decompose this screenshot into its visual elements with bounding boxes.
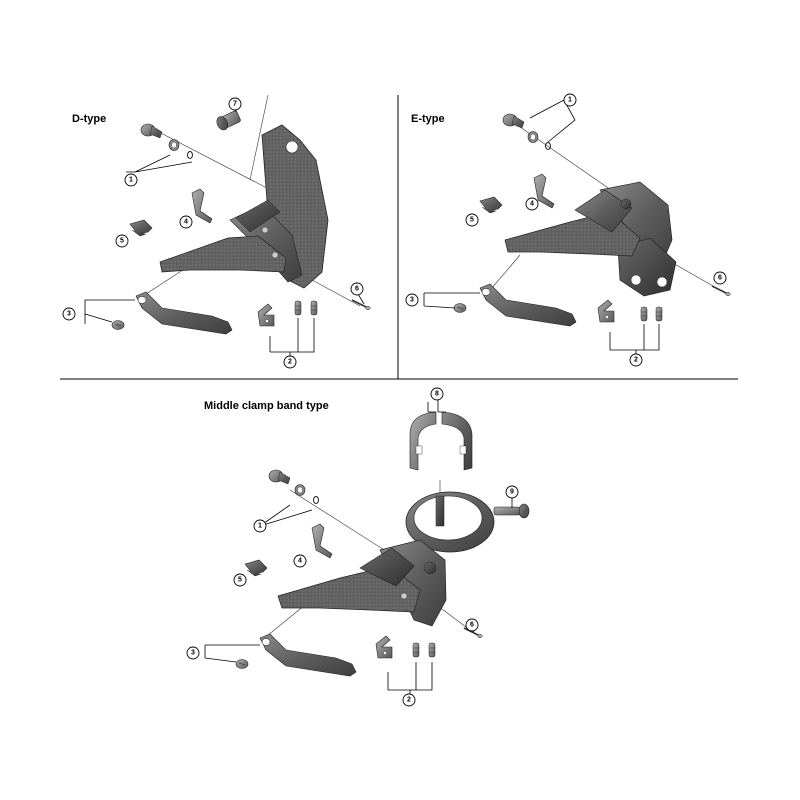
section-title-middle-clamp-band-type: Middle clamp band type xyxy=(204,400,329,412)
bolt-1-e xyxy=(502,113,525,129)
screw-3 xyxy=(111,320,125,330)
svg-text:7: 7 xyxy=(233,101,237,108)
washer-1-m xyxy=(294,484,306,496)
part-5-e xyxy=(479,196,503,214)
spring-bracket-2-m xyxy=(375,635,393,659)
section-d-type: D-type xyxy=(62,94,372,369)
svg-text:3: 3 xyxy=(191,650,195,657)
link-arm-3-m xyxy=(259,633,357,677)
front-derailleur-d-type xyxy=(159,124,329,289)
callout-4-e: 4 xyxy=(525,197,539,211)
screw-6 xyxy=(351,299,372,311)
spring-bracket-2-e xyxy=(597,299,615,323)
roller-2a xyxy=(294,300,302,316)
part-4-m xyxy=(311,523,333,559)
svg-text:3: 3 xyxy=(67,311,71,318)
front-derailleur-middle-clamp xyxy=(277,539,447,627)
svg-text:1: 1 xyxy=(568,97,572,104)
roller-2b xyxy=(310,300,318,316)
clamp-ring xyxy=(405,491,495,553)
part-5 xyxy=(129,219,153,237)
bolt-1 xyxy=(140,123,163,139)
svg-text:8: 8 xyxy=(435,391,439,398)
svg-text:5: 5 xyxy=(120,238,124,245)
svg-text:2: 2 xyxy=(407,697,411,704)
section-e-type: E-type 1 4 5 3 2 6 xyxy=(405,93,732,367)
o-ring-1-m xyxy=(313,496,319,504)
roller-2a-e xyxy=(640,306,648,322)
callout-8-m: 8 xyxy=(430,387,444,401)
screw-3-m xyxy=(235,659,249,669)
part-5-m xyxy=(244,559,268,577)
section-title-d-type: D-type xyxy=(72,113,106,125)
callout-3: 3 xyxy=(62,307,76,321)
link-arm-3-e xyxy=(479,283,577,327)
callout-6-e: 6 xyxy=(713,271,727,285)
callout-4-m: 4 xyxy=(293,554,307,568)
svg-text:2: 2 xyxy=(288,359,292,366)
callout-1-e: 1 xyxy=(563,93,577,107)
bolt-7 xyxy=(216,110,241,131)
svg-text:6: 6 xyxy=(718,275,722,282)
washer-1 xyxy=(168,139,180,151)
part-4 xyxy=(191,188,213,224)
roller-2a-m xyxy=(412,642,420,658)
callout-2-m: 2 xyxy=(402,693,416,707)
callout-2: 2 xyxy=(283,355,297,369)
section-title-e-type: E-type xyxy=(411,113,445,125)
svg-text:5: 5 xyxy=(238,577,242,584)
svg-text:3: 3 xyxy=(410,297,414,304)
callout-5-m: 5 xyxy=(233,573,247,587)
svg-text:4: 4 xyxy=(298,558,302,565)
roller-2b-m xyxy=(428,642,436,658)
o-ring-1 xyxy=(187,151,193,159)
svg-text:9: 9 xyxy=(510,489,514,496)
callout-4: 4 xyxy=(179,215,193,229)
callout-2-e: 2 xyxy=(629,353,643,367)
callout-9-m: 9 xyxy=(505,485,519,499)
washer-1-e xyxy=(527,131,539,143)
section-middle-clamp-band-type: Middle clamp band type xyxy=(186,387,530,707)
callout-1: 1 xyxy=(124,173,138,187)
screw-6-e xyxy=(711,285,732,297)
callout-3-m: 3 xyxy=(186,646,200,660)
callout-6: 6 xyxy=(350,282,364,296)
svg-text:1: 1 xyxy=(129,177,133,184)
svg-text:6: 6 xyxy=(470,622,474,629)
callout-7: 7 xyxy=(228,97,242,111)
callout-6-m: 6 xyxy=(465,618,479,632)
callout-1-m: 1 xyxy=(253,519,267,533)
clamp-band-8 xyxy=(409,411,473,471)
callout-5-e: 5 xyxy=(465,213,479,227)
svg-text:5: 5 xyxy=(470,217,474,224)
callout-5: 5 xyxy=(115,234,129,248)
front-derailleur-e-type xyxy=(504,181,677,297)
roller-2b-e xyxy=(655,306,663,322)
svg-text:4: 4 xyxy=(530,201,534,208)
link-arm-3 xyxy=(135,291,233,335)
bolt-1-m xyxy=(268,469,291,485)
svg-text:1: 1 xyxy=(258,523,262,530)
svg-text:6: 6 xyxy=(355,286,359,293)
spring-bracket-2 xyxy=(257,303,275,327)
svg-text:2: 2 xyxy=(634,357,638,364)
callout-3-e: 3 xyxy=(405,293,419,307)
screw-3-e xyxy=(453,303,467,313)
svg-text:4: 4 xyxy=(184,219,188,226)
bolt-9 xyxy=(493,503,530,519)
